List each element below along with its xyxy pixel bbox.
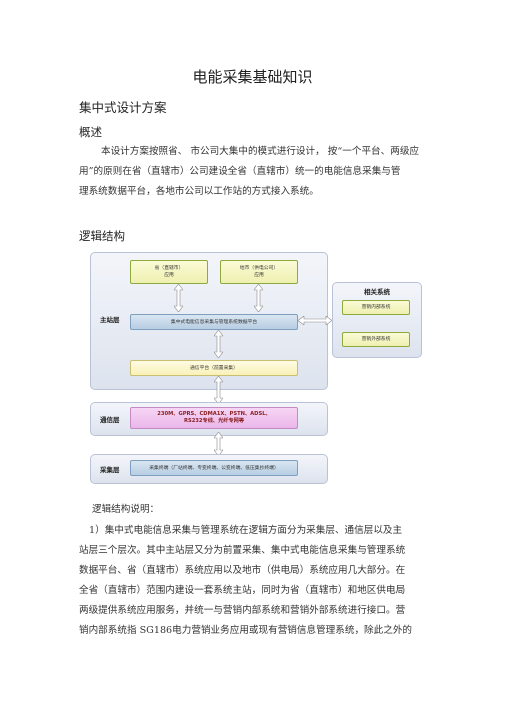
comm-layer-label: 通信层 bbox=[100, 416, 120, 424]
province-app-line: 应用 bbox=[164, 273, 174, 278]
double-arrow-icon bbox=[174, 284, 183, 312]
city-app-line: 应用 bbox=[254, 273, 264, 278]
overview-line: 理系统数据平台，各地市公司以工作站的方式接入系统。 bbox=[79, 186, 319, 197]
external-system-box: 营销外部系统 bbox=[342, 332, 410, 347]
overview-paragraph: 本设计方案按照省、 市公司大集中的模式进行设计， 按“一个平台、两级应 用”的原… bbox=[79, 142, 439, 202]
related-systems-title: 相关系统 bbox=[364, 288, 390, 296]
logic-line: 两级提供系统应用服务，并统一与营销内部系统和营销外部系统进行接口。营 bbox=[79, 605, 406, 616]
overview-line: 用”的原则在省（直辖市）公司建设全省（直辖市）统一的电能信息采集与管 bbox=[79, 166, 401, 177]
master-layer-label: 主站层 bbox=[100, 316, 120, 324]
internal-system-box: 营销内部系统 bbox=[342, 300, 410, 315]
city-app-line: 地市（供电公司） bbox=[239, 266, 279, 271]
city-app-box: 地市（供电公司） 应用 bbox=[220, 260, 298, 284]
logic-structure-diagram: 主站层 省（直辖市） 应用 地市（供电公司） 应用 集中式电能信息采集与管理系统… bbox=[90, 252, 422, 488]
logic-paragraph: 1）集中式电能信息采集与管理系统在逻辑方面分为采集层、通信层以及主 站层三个层次… bbox=[79, 521, 441, 641]
province-app-line: 省（直辖市） bbox=[154, 266, 184, 271]
double-arrow-icon bbox=[298, 316, 332, 325]
subsection-heading: 概述 bbox=[79, 125, 102, 139]
collect-layer-label: 采集层 bbox=[100, 466, 120, 474]
double-arrow-icon bbox=[214, 376, 223, 404]
logic-line: 站层三个层次。其中主站层又分为前置采集、集中式电能信息采集与管理系统 bbox=[79, 545, 406, 556]
section-heading: 集中式设计方案 bbox=[79, 100, 167, 115]
logic-heading: 逻辑结构 bbox=[79, 229, 125, 243]
logic-desc-label: 逻辑结构说明： bbox=[92, 504, 160, 515]
province-app-box: 省（直辖市） 应用 bbox=[130, 260, 208, 284]
logic-line: 销内部系统指 SG186电力营销业务应用或现有营销信息管理系统，除此之外的 bbox=[79, 625, 413, 636]
comm-channels-box: 230M、GPRS、CDMA1X、PSTN、ADSL、 RS232专线、光纤专网… bbox=[130, 407, 298, 429]
double-arrow-icon bbox=[254, 284, 263, 312]
logic-line: 全省（直辖市）范围内建设一套系统主站，同时为省（直辖市）和地区供电局 bbox=[79, 585, 406, 596]
collect-terminal-box: 采集终端（厂站终端、专变终端、公变终端、低压集抄终端） bbox=[130, 460, 298, 476]
double-arrow-icon bbox=[214, 330, 223, 358]
page-title: 电能采集基础知识 bbox=[192, 68, 313, 86]
logic-line: 数据平台、省（直辖市）系统应用以及地市（供电局）系统应用几大部分。在 bbox=[79, 565, 406, 576]
data-platform-box: 集中式电能信息采集与管理系统数据平台 bbox=[130, 314, 298, 330]
front-collect-box: 通信平台（前置采集） bbox=[130, 360, 298, 376]
overview-line: 本设计方案按照省、 市公司大集中的模式进行设计， 按“一个平台、两级应 bbox=[101, 146, 420, 157]
comm-channels-line: RS232专线、光纤专网等 bbox=[183, 418, 245, 424]
logic-line: 1）集中式电能信息采集与管理系统在逻辑方面分为采集层、通信层以及主 bbox=[89, 525, 403, 536]
comm-channels-line: 230M、GPRS、CDMA1X、PSTN、ADSL、 bbox=[157, 411, 271, 417]
double-arrow-icon bbox=[214, 432, 223, 456]
